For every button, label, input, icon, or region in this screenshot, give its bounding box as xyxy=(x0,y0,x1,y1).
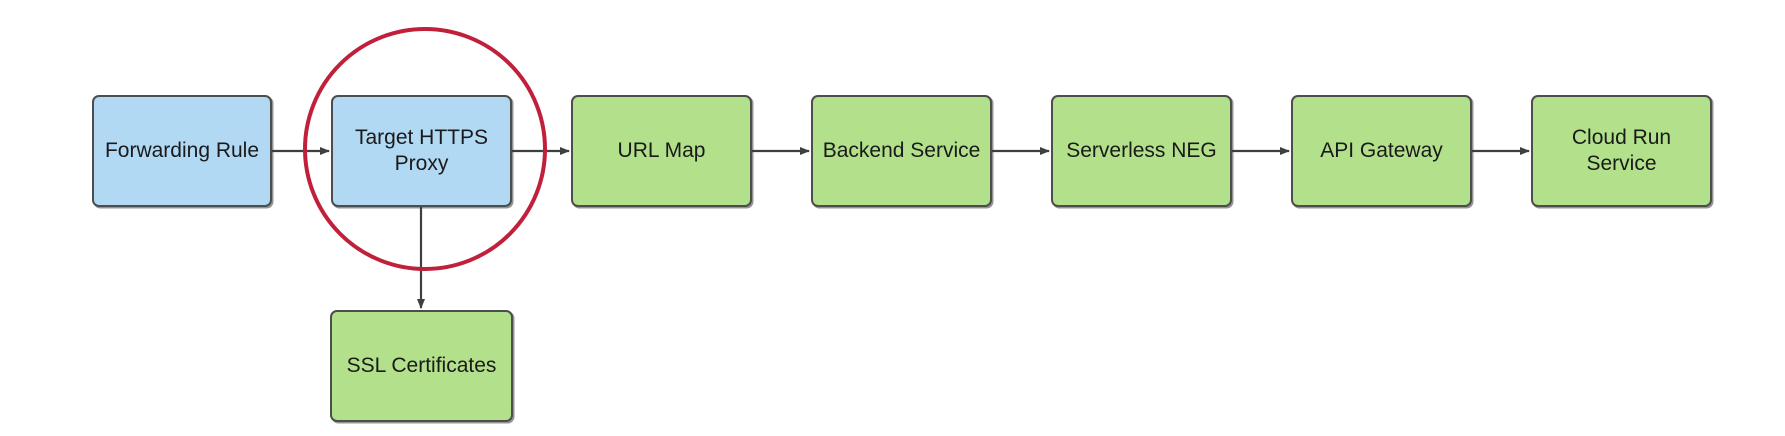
node-serverless-neg[interactable]: Serverless NEG xyxy=(1051,95,1232,207)
node-forwarding-rule-label: Forwarding Rule xyxy=(104,138,260,162)
node-ssl-certificates-label: SSL Certificates xyxy=(346,353,497,377)
node-ssl-certificates[interactable]: SSL Certificates xyxy=(330,310,513,422)
node-target-https-proxy-label: Target HTTPS Proxy xyxy=(354,125,489,175)
node-cloud-run-service-label: Cloud Run Service xyxy=(1571,125,1672,175)
node-backend-service-label: Backend Service xyxy=(822,138,981,162)
node-url-map[interactable]: URL Map xyxy=(571,95,752,207)
node-url-map-label: URL Map xyxy=(617,138,706,162)
node-target-https-proxy[interactable]: Target HTTPS Proxy xyxy=(331,95,512,207)
node-api-gateway-label: API Gateway xyxy=(1320,138,1443,162)
node-cloud-run-service[interactable]: Cloud Run Service xyxy=(1531,95,1712,207)
node-forwarding-rule[interactable]: Forwarding Rule xyxy=(92,95,272,207)
node-serverless-neg-label: Serverless NEG xyxy=(1066,138,1217,162)
node-api-gateway[interactable]: API Gateway xyxy=(1291,95,1472,207)
node-backend-service[interactable]: Backend Service xyxy=(811,95,992,207)
